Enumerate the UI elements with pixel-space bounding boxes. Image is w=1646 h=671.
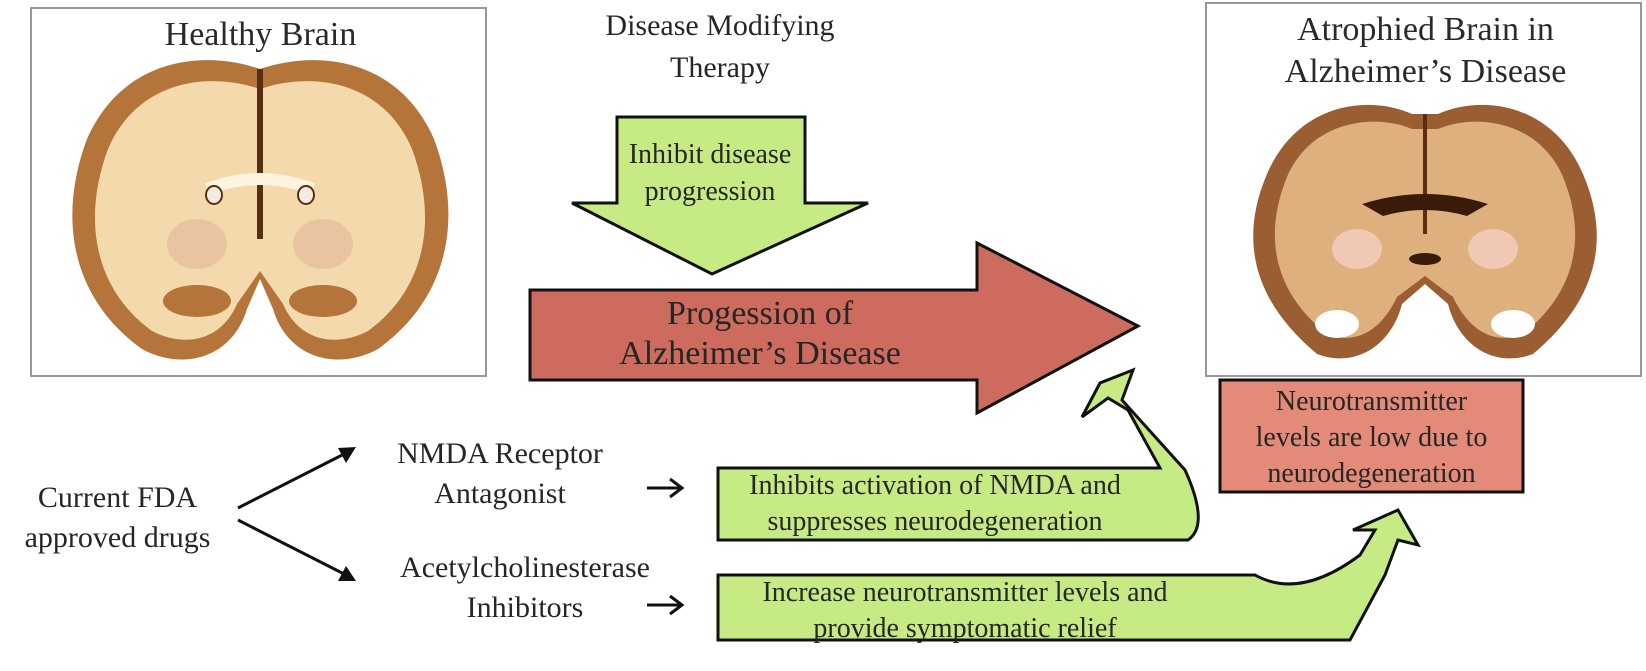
fda-to-ache-arrow	[237, 518, 353, 580]
neuro-box-line3: neurodegeneration	[1267, 458, 1476, 489]
ache-effect-line2: provide symptomatic relief	[813, 613, 1117, 644]
progression-line1: Progession of	[666, 295, 854, 332]
progression-line2: Alzheimer’s Disease	[619, 335, 901, 372]
progression-arrow	[528, 240, 1142, 416]
nmda-line1: NMDA Receptor	[397, 437, 603, 470]
neuro-box-line2: levels are low due to	[1255, 422, 1488, 453]
neuro-box-line1: Neurotransmitter	[1275, 386, 1468, 417]
nmda-effect-line1: Inhibits activation of NMDA and	[749, 470, 1121, 501]
neurotransmitter-box	[1218, 378, 1525, 494]
inhibit-progression-line2: progression	[644, 176, 776, 207]
fda-line2: approved drugs	[24, 521, 211, 554]
fda-to-nmda-arrowhead	[338, 447, 356, 463]
fda-to-nmda-arrow	[237, 448, 353, 510]
ache-line2: Inhibitors	[466, 591, 584, 624]
fda-to-ache-arrowhead	[338, 566, 356, 581]
dmt-title-line1: Disease Modifying	[605, 9, 835, 42]
inhibit-progression-arrow	[571, 115, 869, 276]
healthy-brain-title: Healthy Brain	[164, 16, 357, 53]
atrophied-brain-panel: Atrophied Brain in Alzheimer’s Disease	[1205, 2, 1642, 377]
ache-effect-arrow	[716, 508, 1422, 642]
dmt-title-line2: Therapy	[670, 51, 770, 84]
nmda-effect-line2: suppresses neurodegeneration	[767, 506, 1103, 537]
atrophied-brain-title-line1: Atrophied Brain in	[1297, 11, 1554, 48]
atrophied-brain-illustration	[1253, 104, 1597, 359]
nmda-line2: Antagonist	[434, 477, 566, 510]
fda-line1: Current FDA	[37, 481, 198, 514]
nmda-effect-arrow	[716, 367, 1200, 542]
inhibit-progression-line1: Inhibit disease	[628, 139, 792, 170]
nmda-small-arrow-icon	[647, 477, 685, 499]
ache-effect-line1: Increase neurotransmitter levels and	[762, 577, 1168, 608]
healthy-brain-panel: Healthy Brain	[30, 7, 487, 377]
healthy-brain-illustration	[72, 60, 449, 360]
ache-line1: Acetylcholinesterase	[400, 551, 650, 584]
atrophied-brain-title-line2: Alzheimer’s Disease	[1284, 53, 1567, 90]
ache-small-arrow-icon	[647, 594, 685, 616]
